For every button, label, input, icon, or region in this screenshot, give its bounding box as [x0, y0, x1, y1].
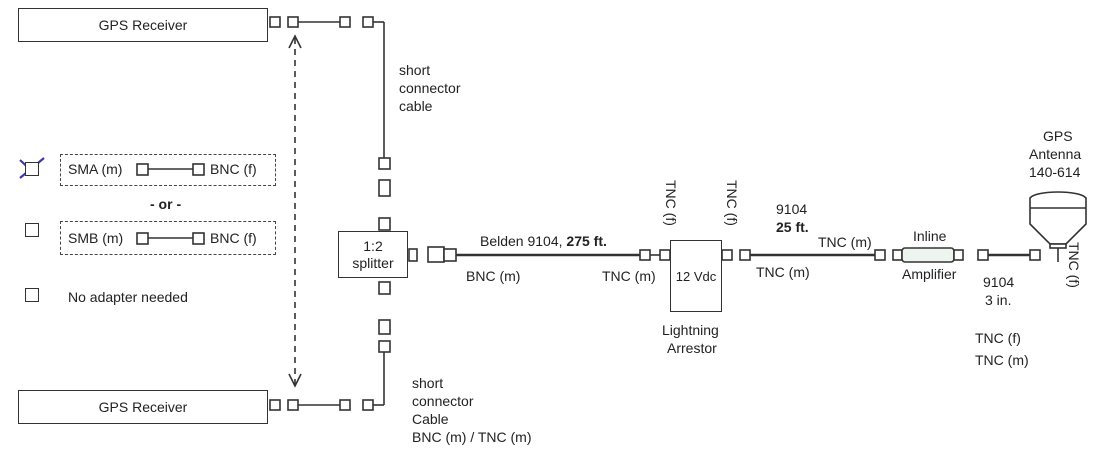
tnc-f-antenna-label: TNC (f) — [1066, 242, 1082, 288]
top-cable-label-1: short — [399, 62, 431, 78]
bnc-m-splitter-label: BNC (m) — [466, 268, 521, 284]
bottom-cable-label-1: short — [412, 375, 444, 391]
connector-square — [339, 16, 351, 28]
or-label: - or - — [150, 196, 182, 212]
bottom-cable-label-2: connector — [412, 393, 474, 409]
cable-9104-3-number: 9104 — [983, 274, 1015, 290]
tnc-m-bottom-label: TNC (m) — [975, 352, 1029, 368]
sma-left-label: SMA (m) — [68, 161, 123, 177]
connector-square — [362, 16, 374, 28]
cable-9104-25-number: 9104 — [776, 201, 808, 217]
arrestor-label-1: Lightning — [662, 322, 719, 338]
splitter-line-1: 1:2 — [363, 237, 383, 254]
top-cable-label-2: connector — [399, 80, 461, 96]
sma-adapter-box — [60, 154, 276, 186]
antenna-line-3: 140-614 — [1029, 164, 1081, 180]
belden-cable-label: Belden 9104, 275 ft. — [480, 233, 607, 250]
smb-right-label: BNC (f) — [210, 230, 257, 246]
smb-left-label: SMB (m) — [68, 230, 124, 246]
top-cable-label-3: cable — [399, 98, 433, 114]
amplifier-line-2: Amplifier — [902, 266, 957, 282]
belden-cable-prefix: Belden 9104, — [480, 233, 567, 249]
bottom-cable-label-3: Cable — [412, 411, 449, 427]
splitter-line-2: splitter — [352, 254, 394, 271]
lightning-arrestor: 12 Vdc — [670, 240, 722, 312]
tnc-m-amp-in-label: TNC (m) — [818, 234, 872, 250]
cable-9104-25-length: 25 ft. — [776, 219, 809, 235]
connector-square — [269, 16, 281, 28]
smb-adapter-box — [60, 221, 276, 255]
receiver-label: GPS Receiver — [98, 398, 188, 415]
tnc-m-arrestor-in-label: TNC (m) — [602, 268, 656, 284]
antenna-line-1: GPS — [1043, 128, 1073, 144]
sma-right-label: BNC (f) — [210, 161, 257, 177]
receiver-label: GPS Receiver — [98, 16, 188, 33]
no-adapter-label: No adapter needed — [68, 289, 188, 305]
arrestor-label-2: Arrestor — [667, 340, 717, 356]
connector-square — [287, 16, 299, 28]
tnc-f-arrestor-out-label: TNC (f) — [724, 180, 740, 226]
no-adapter-checkbox[interactable] — [25, 288, 39, 302]
gps-receiver-bottom: GPS Receiver — [18, 390, 268, 424]
cable-9104-3-length: 3 in. — [985, 292, 1012, 308]
sma-option-checkbox[interactable] — [25, 162, 39, 176]
splitter: 1:2 splitter — [338, 231, 408, 278]
belden-cable-length: 275 ft. — [566, 233, 607, 249]
tnc-m-arrestor-out-label: TNC (m) — [756, 264, 810, 280]
gps-receiver-top: GPS Receiver — [18, 8, 268, 42]
tnc-f-bottom-label: TNC (f) — [975, 330, 1021, 346]
amplifier-line-1: Inline — [913, 228, 947, 244]
tnc-f-arrestor-in-label: TNC (f) — [663, 180, 679, 226]
antenna-line-2: Antenna — [1029, 146, 1082, 162]
bottom-cable-label-4: BNC (m) / TNC (m) — [412, 429, 532, 445]
smb-option-checkbox[interactable] — [25, 223, 39, 237]
arrestor-voltage: 12 Vdc — [675, 268, 717, 284]
